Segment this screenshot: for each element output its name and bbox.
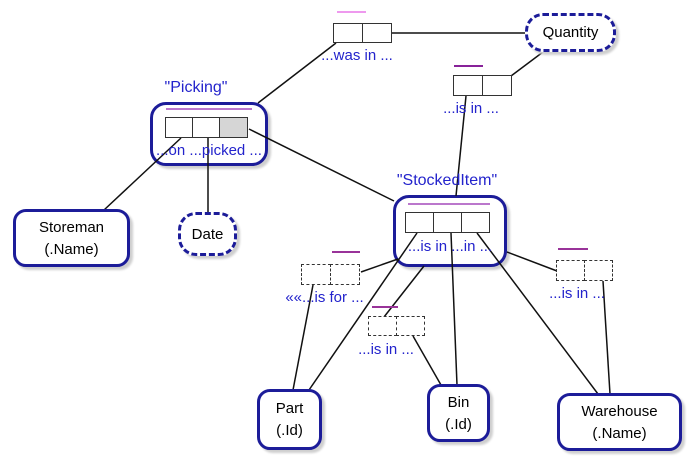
isin-quantity-role-2[interactable]: [482, 75, 512, 96]
connector-picking-stockeditem[interactable]: [248, 128, 395, 202]
quantity-label: Quantity: [542, 24, 599, 41]
stockeditem-role-1[interactable]: [405, 212, 434, 233]
isfor-reading: ««...is for ...: [285, 289, 364, 306]
uniqueness-constraint-isin-bin[interactable]: [372, 306, 398, 308]
isin-bin-reading: ...is in ...: [358, 341, 414, 358]
connector-isinwh-warehouse[interactable]: [602, 280, 611, 395]
connector-stockeditem-bin[interactable]: [450, 232, 458, 386]
entity-storeman[interactable]: Storeman (.Name): [13, 209, 130, 267]
valuetype-date[interactable]: Date: [178, 212, 237, 256]
picking-role-3-shaded[interactable]: [219, 117, 248, 138]
wasin-reading: ...was in ...: [321, 47, 393, 64]
warehouse-refmode: (.Name): [592, 424, 647, 442]
connector-stockeditem-isinbin[interactable]: [383, 265, 425, 318]
wasin-role-boxes[interactable]: [333, 23, 392, 43]
entity-part[interactable]: Part (.Id): [257, 389, 322, 450]
isin-bin-role-boxes[interactable]: [368, 316, 425, 336]
picking-role-2[interactable]: [192, 117, 220, 138]
uniqueness-constraint-isfor[interactable]: [332, 251, 360, 253]
connector-picking-storeman[interactable]: [103, 137, 182, 211]
connector-isinbin-bin[interactable]: [412, 335, 442, 386]
date-label: Date: [191, 225, 224, 243]
stockeditem-reading: ...is in ...in ...: [407, 238, 493, 255]
uniqueness-constraint-isin-warehouse[interactable]: [558, 248, 588, 250]
storeman-name: Storeman: [38, 218, 105, 236]
isin-warehouse-role-1[interactable]: [556, 260, 585, 281]
bin-name: Bin: [447, 393, 470, 411]
entity-warehouse[interactable]: Warehouse (.Name): [557, 393, 682, 451]
connector-stockeditem-isfor[interactable]: [360, 258, 399, 273]
valuetype-quantity[interactable]: Quantity: [525, 13, 616, 52]
isfor-role-2[interactable]: [330, 264, 360, 285]
bin-refmode: (.Id): [445, 415, 472, 433]
connector-stockeditem-warehouse[interactable]: [476, 232, 599, 395]
connector-quantity-isin[interactable]: [510, 51, 544, 77]
isfor-role-boxes[interactable]: [301, 264, 360, 285]
storeman-refmode: (.Name): [44, 240, 99, 258]
isin-warehouse-reading: ...is in ...: [549, 285, 605, 302]
connector-stockeditem-part[interactable]: [308, 232, 418, 391]
isin-bin-role-2[interactable]: [396, 316, 425, 336]
warehouse-name: Warehouse: [581, 402, 658, 420]
isin-quantity-reading: ...is in ...: [443, 100, 499, 117]
isin-warehouse-role-2[interactable]: [584, 260, 613, 281]
connector-isin-stockeditem[interactable]: [455, 95, 467, 197]
uniqueness-constraint-picking[interactable]: [166, 108, 252, 110]
isin-quantity-role-1[interactable]: [453, 75, 483, 96]
part-name: Part: [275, 400, 304, 417]
picking-role-boxes[interactable]: [165, 117, 248, 138]
picking-reading: ...on ...picked ...: [156, 142, 262, 159]
entity-bin[interactable]: Bin (.Id): [427, 384, 490, 442]
picking-label: "Picking": [164, 79, 228, 96]
part-refmode: (.Id): [276, 422, 303, 439]
wasin-role-2[interactable]: [362, 23, 392, 43]
stockeditem-role-2[interactable]: [433, 212, 462, 233]
wasin-role-1[interactable]: [333, 23, 363, 43]
isfor-role-1[interactable]: [301, 264, 331, 285]
connector-picking-wasin[interactable]: [257, 42, 337, 104]
isin-bin-role-1[interactable]: [368, 316, 397, 336]
uniqueness-constraint-stockeditem[interactable]: [408, 203, 490, 205]
uniqueness-constraint-wasin[interactable]: [337, 11, 366, 13]
stockeditem-label: "StockedItem": [396, 172, 498, 189]
stockeditem-role-boxes[interactable]: [405, 212, 490, 233]
picking-role-1[interactable]: [165, 117, 193, 138]
isin-quantity-role-boxes[interactable]: [453, 75, 512, 96]
connector-stockeditem-isinwh[interactable]: [506, 251, 558, 272]
isin-warehouse-role-boxes[interactable]: [556, 260, 613, 281]
connector-isfor-part[interactable]: [292, 284, 314, 391]
uniqueness-constraint-isin-quantity[interactable]: [454, 65, 483, 67]
stockeditem-role-3[interactable]: [461, 212, 490, 233]
